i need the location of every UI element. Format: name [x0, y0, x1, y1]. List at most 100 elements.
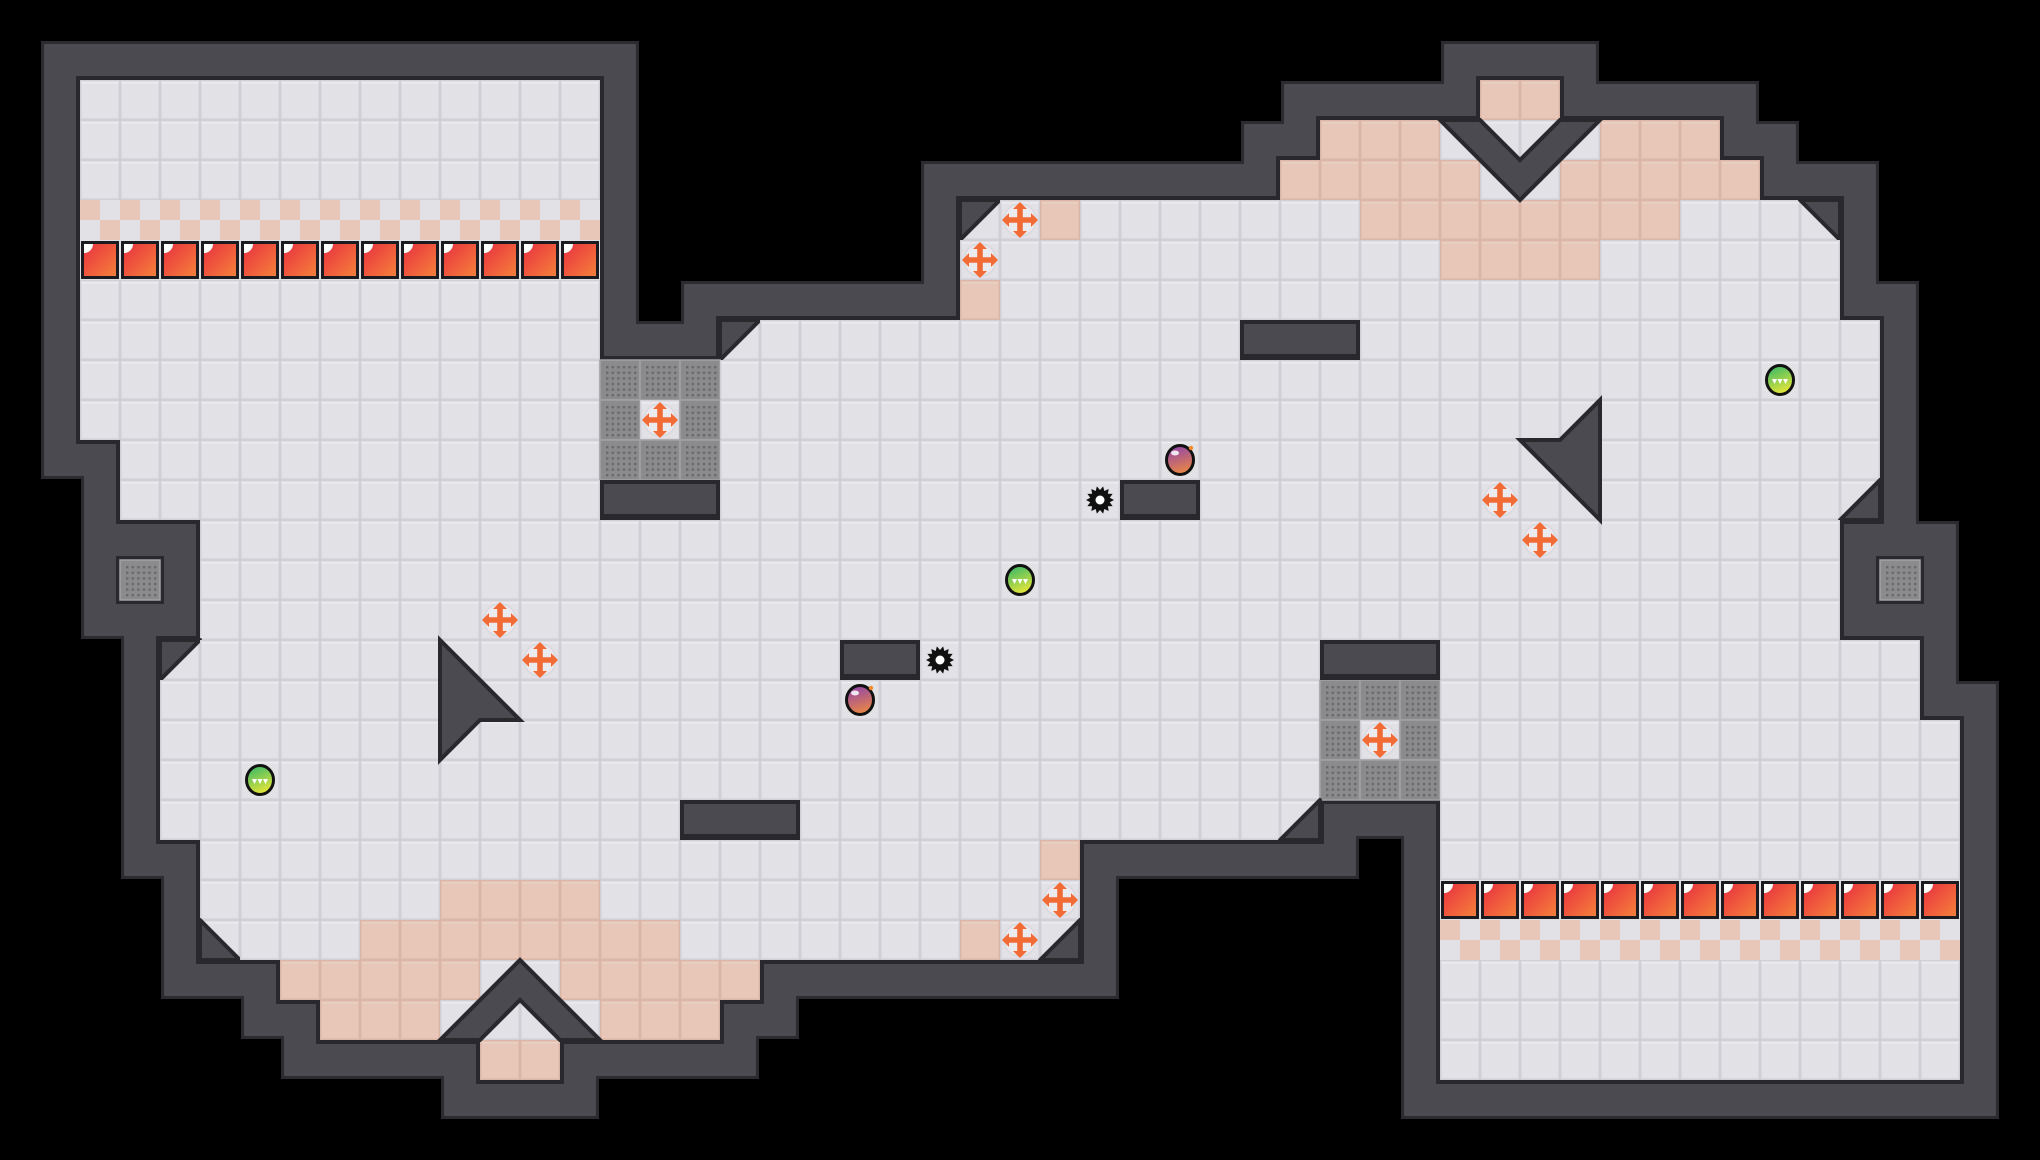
floor-tile-highlight — [1241, 281, 1279, 284]
floor-tile-highlight — [1161, 801, 1199, 804]
floor-tile — [1520, 720, 1560, 760]
floor-tile-highlight — [561, 481, 599, 484]
floor-tile-highlight — [1761, 1041, 1799, 1044]
floor-tile — [1840, 360, 1880, 400]
floor-tile-highlight — [1641, 721, 1679, 724]
grate-dot — [154, 577, 157, 580]
grate-dot — [1337, 702, 1340, 706]
floor-tile-highlight — [761, 641, 799, 644]
floor-tile-face — [1401, 361, 1439, 399]
grate-dot — [622, 457, 626, 460]
floor-tile-highlight — [201, 721, 239, 724]
floor-tile-face — [441, 441, 479, 479]
floor-tile-highlight — [1481, 801, 1519, 804]
floor-tile-face — [681, 881, 719, 919]
peach-floor-tile-highlight — [401, 961, 439, 964]
floor-tile-face — [1121, 361, 1159, 399]
grate-dot — [137, 577, 140, 580]
grate-dot — [646, 366, 649, 369]
floor-tile-highlight — [1001, 601, 1039, 604]
floor-tile — [1720, 600, 1760, 640]
floor-tile-highlight — [1721, 241, 1759, 244]
floor-tile-highlight — [441, 1001, 479, 1004]
floor-tile-highlight — [441, 521, 479, 524]
grate-dot — [1366, 697, 1369, 700]
floor-tile — [80, 320, 120, 360]
grate-dot — [657, 394, 660, 397]
grate-dot — [1428, 702, 1431, 706]
floor-tile-highlight — [361, 881, 399, 884]
floor-tile-face — [1241, 281, 1279, 319]
floor-tile-highlight — [1401, 481, 1439, 484]
grate-dot — [137, 566, 140, 569]
grate-dot — [1914, 577, 1917, 580]
grate-dot — [714, 428, 717, 431]
grate-dot — [1394, 777, 1397, 780]
floor-tile — [120, 320, 160, 360]
floor-tile-face — [281, 641, 319, 679]
floor-tile — [840, 760, 880, 800]
floor-tile — [1600, 960, 1640, 1000]
peach-floor-tile-highlight — [1361, 161, 1399, 164]
floor-tile — [1000, 880, 1040, 920]
floor-tile-face — [1081, 201, 1119, 239]
grate-dot — [691, 434, 694, 437]
floor-tile-face — [1481, 961, 1519, 999]
floor-tile — [280, 600, 320, 640]
floor-tile — [400, 600, 440, 640]
floor-tile-face — [1561, 601, 1599, 639]
floor-tile — [1920, 1000, 1960, 1040]
floor-tile — [1040, 560, 1080, 600]
grate-dot — [634, 417, 637, 420]
floor-tile — [1680, 800, 1720, 840]
floor-tile-highlight — [1401, 401, 1439, 404]
grate-dot — [622, 422, 626, 426]
floor-tile — [200, 160, 240, 200]
peach-floor-tile — [1280, 160, 1320, 200]
floor-tile — [1520, 1000, 1560, 1040]
floor-tile — [680, 520, 720, 560]
floor-tile — [160, 800, 200, 840]
floor-tile — [1840, 720, 1880, 760]
floor-tile-face — [1721, 321, 1759, 359]
floor-tile — [840, 440, 880, 480]
grate-dot — [606, 406, 609, 409]
floor-tile-highlight — [1841, 1041, 1879, 1044]
floor-tile-face — [521, 281, 559, 319]
floor-tile-face — [561, 561, 599, 599]
floor-tile-highlight — [1601, 441, 1639, 444]
floor-tile-highlight — [1081, 241, 1119, 244]
floor-tile — [1680, 400, 1720, 440]
floor-tile — [1240, 480, 1280, 520]
grate-dot — [702, 388, 706, 391]
grate-dot — [1326, 742, 1329, 746]
floor-tile-highlight — [241, 761, 279, 764]
floor-tile — [440, 320, 480, 360]
grate-dot — [617, 468, 620, 471]
floor-tile — [920, 680, 960, 720]
grate-border — [1879, 559, 1921, 601]
floor-tile — [680, 880, 720, 920]
floor-tile-highlight — [81, 161, 119, 164]
grate-dot — [1886, 588, 1889, 591]
grate-dot — [1377, 782, 1380, 786]
floor-tile-face — [1041, 521, 1079, 559]
floor-tile-face — [801, 721, 839, 759]
floor-tile-highlight — [281, 81, 319, 84]
floor-tile — [1480, 600, 1520, 640]
floor-tile-face — [321, 121, 359, 159]
grate-dot — [1342, 726, 1346, 729]
grate-dot — [628, 422, 631, 426]
floor-tile — [1400, 480, 1440, 520]
floor-tile-highlight — [601, 801, 639, 804]
floor-tile — [360, 360, 400, 400]
floor-tile-highlight — [881, 481, 919, 484]
floor-tile-face — [401, 521, 439, 559]
grate-dot — [674, 457, 677, 460]
peach-floor-tile — [600, 1000, 640, 1040]
floor-tile-face — [201, 81, 239, 119]
floor-tile-highlight — [1001, 281, 1039, 284]
floor-tile-face — [81, 281, 119, 319]
floor-tile — [400, 760, 440, 800]
floor-tile-face — [121, 81, 159, 119]
